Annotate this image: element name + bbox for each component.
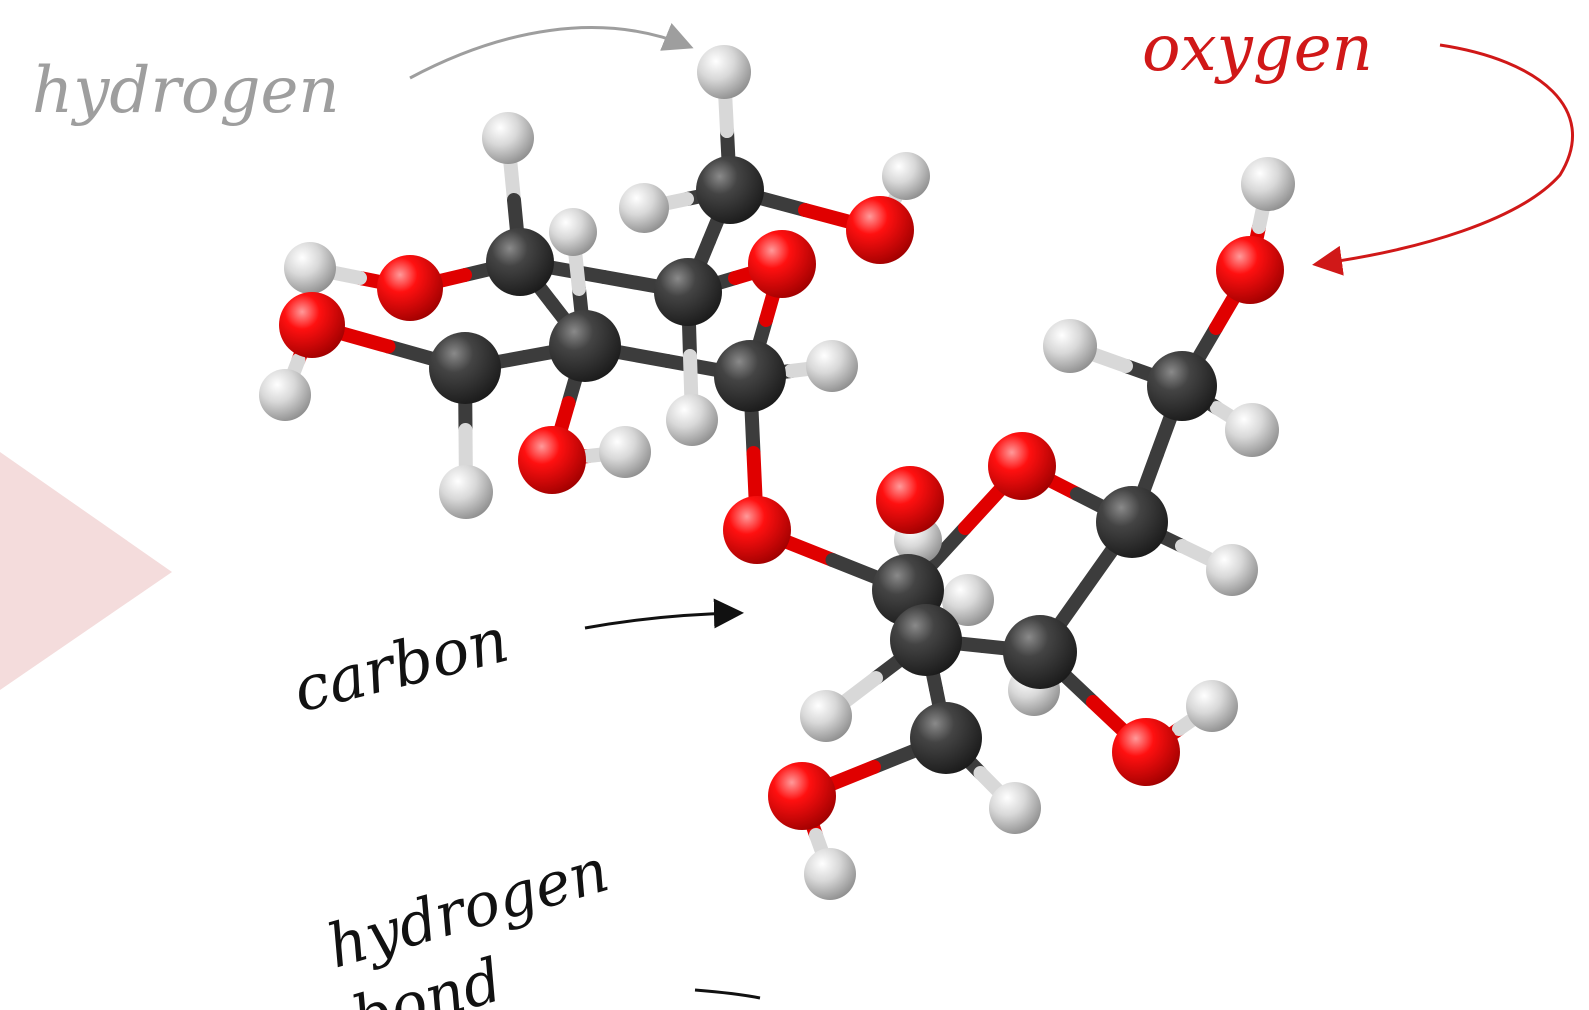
hydrogen-atom	[942, 574, 994, 626]
oxygen-atom	[1216, 236, 1284, 304]
carbon-atom	[890, 604, 962, 676]
hydrogen-atom	[482, 112, 534, 164]
hydrogen-atom	[804, 848, 856, 900]
hydrogen-arrow	[409, 23, 694, 80]
carbon-atom	[654, 258, 722, 326]
hydrogen-atom	[284, 242, 336, 294]
hydrogen-atom	[882, 152, 930, 200]
oxygen-atom	[723, 496, 791, 564]
carbon-label: carbon	[286, 603, 515, 727]
carbon-atom	[549, 310, 621, 382]
carbon-atom	[1003, 615, 1077, 689]
hydrogen-atom	[1206, 544, 1258, 596]
hydrogen-atom	[1241, 157, 1295, 211]
carbon-atom	[1096, 486, 1168, 558]
hydrogen-atom	[439, 465, 493, 519]
atoms	[259, 45, 1295, 900]
oxygen-atom	[377, 255, 443, 321]
hydrogen-atom	[1043, 319, 1097, 373]
carbon-arrow	[584, 598, 744, 630]
oxygen-atom	[768, 762, 836, 830]
hydrogen-atom	[1186, 680, 1238, 732]
oxygen-arrow	[1312, 43, 1574, 276]
oxygen-label: oxygen	[1142, 12, 1373, 86]
carbon-atom	[696, 156, 764, 224]
carbon-atom	[486, 228, 554, 296]
hydrogen-atom	[697, 45, 751, 99]
oxygen-atom	[748, 230, 816, 298]
carbon-atom	[910, 702, 982, 774]
carbon-atom	[1147, 351, 1217, 421]
decorative-triangle	[0, 452, 172, 690]
carbon-atom	[429, 332, 501, 404]
carbon-atom	[714, 340, 786, 412]
hydrogen-atom	[800, 690, 852, 742]
hydrogen-bond-arrow	[694, 988, 761, 1000]
hydrogen-atom	[549, 208, 597, 256]
hydrogen-atom	[1225, 403, 1279, 457]
oxygen-atom	[988, 432, 1056, 500]
oxygen-atom	[846, 196, 914, 264]
hydrogen-atom	[619, 183, 669, 233]
hydrogen-atom	[599, 426, 651, 478]
hydrogen-atom	[806, 340, 858, 392]
hydrogen-atom	[259, 369, 311, 421]
hydrogen-atom	[989, 782, 1041, 834]
hydrogen-label-top: hydrogen	[32, 54, 340, 128]
oxygen-atom	[518, 426, 586, 494]
oxygen-atom	[876, 466, 944, 534]
hydrogen-atom	[666, 394, 718, 446]
oxygen-atom	[1112, 718, 1180, 786]
oxygen-atom	[279, 292, 345, 358]
